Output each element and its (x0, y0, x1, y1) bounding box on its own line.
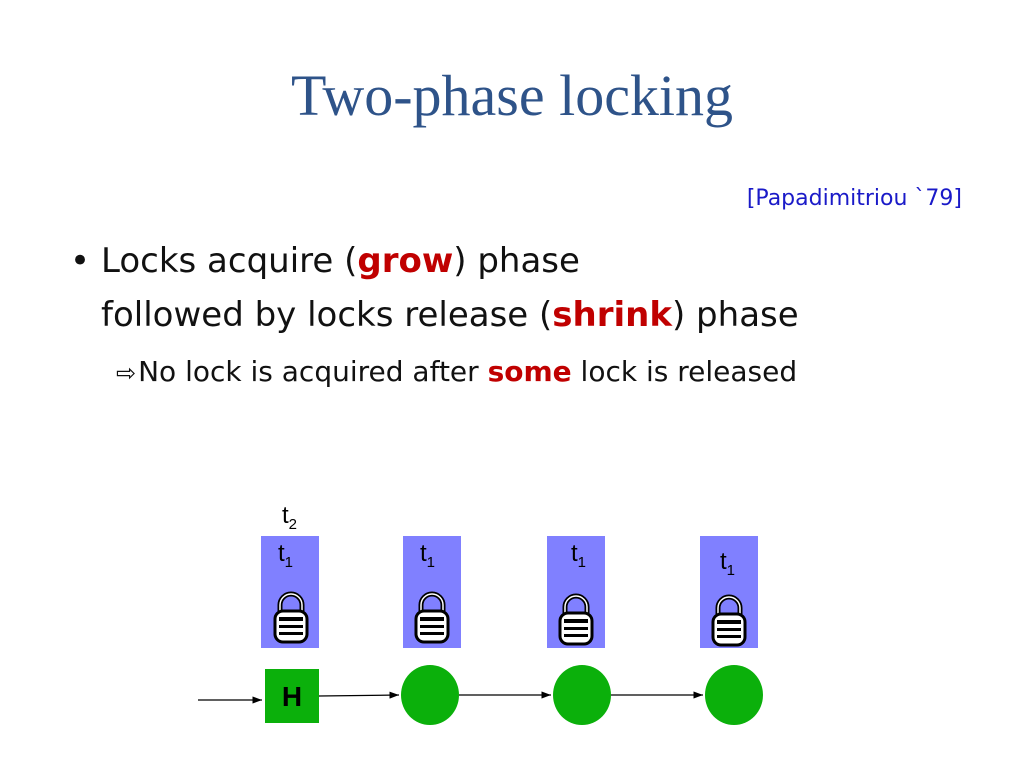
sub-bullet-text: lock is released (571, 355, 798, 388)
waiting-transaction-label: t2 (282, 502, 297, 533)
emphasis-grow: grow (357, 241, 454, 281)
label-base: t (720, 548, 727, 575)
lock-holder-label: t1 (278, 540, 293, 571)
bullet-text: ) phase (453, 241, 580, 281)
lock-holder-label: t1 (571, 540, 586, 571)
emphasis-shrink: shrink (552, 295, 672, 335)
sub-bullet: ⇨No lock is acquired after some lock is … (116, 355, 797, 388)
bullet-text: ) phase (671, 295, 799, 335)
label-base: t (278, 540, 285, 567)
label-base: t (571, 540, 578, 567)
bullet-text: followed by locks release ( (101, 295, 553, 335)
list-node (553, 665, 611, 725)
padlock-icon (560, 596, 592, 644)
label-sub: 1 (426, 553, 436, 571)
emphasis-some: some (487, 355, 572, 388)
arrow-right-icon: ⇨ (116, 359, 137, 387)
padlock-icon (275, 594, 307, 642)
sub-bullet-text: No lock is acquired after (138, 355, 488, 388)
slide-title: Two-phase locking (290, 63, 734, 128)
citation: [Papadimitriou `79] (746, 186, 962, 211)
link-arrow (318, 691, 400, 699)
bullet-lines: Locks acquire (grow) phase followed by l… (101, 234, 799, 342)
label-sub: 1 (726, 561, 736, 579)
bullet-marker: • (70, 241, 91, 281)
lock-holder-label: t1 (720, 548, 735, 579)
label-sub: 1 (284, 553, 294, 571)
label-sub: 1 (577, 553, 587, 571)
padlock-icon (416, 594, 448, 642)
main-bullet: • Locks acquire (grow) phase followed by… (70, 234, 799, 342)
bullet-line-2: followed by locks release (shrink) phase (101, 288, 799, 342)
padlock-icon (713, 597, 745, 645)
list-node (705, 665, 763, 725)
head-node: H (265, 669, 319, 723)
label-base: t (282, 502, 289, 529)
label-sub: 2 (288, 515, 298, 533)
bullet-line-1: Locks acquire (grow) phase (101, 234, 799, 288)
bullet-text: Locks acquire ( (101, 241, 358, 281)
lock-holder-label: t1 (420, 540, 435, 571)
list-node (401, 665, 459, 725)
label-base: t (420, 540, 427, 567)
